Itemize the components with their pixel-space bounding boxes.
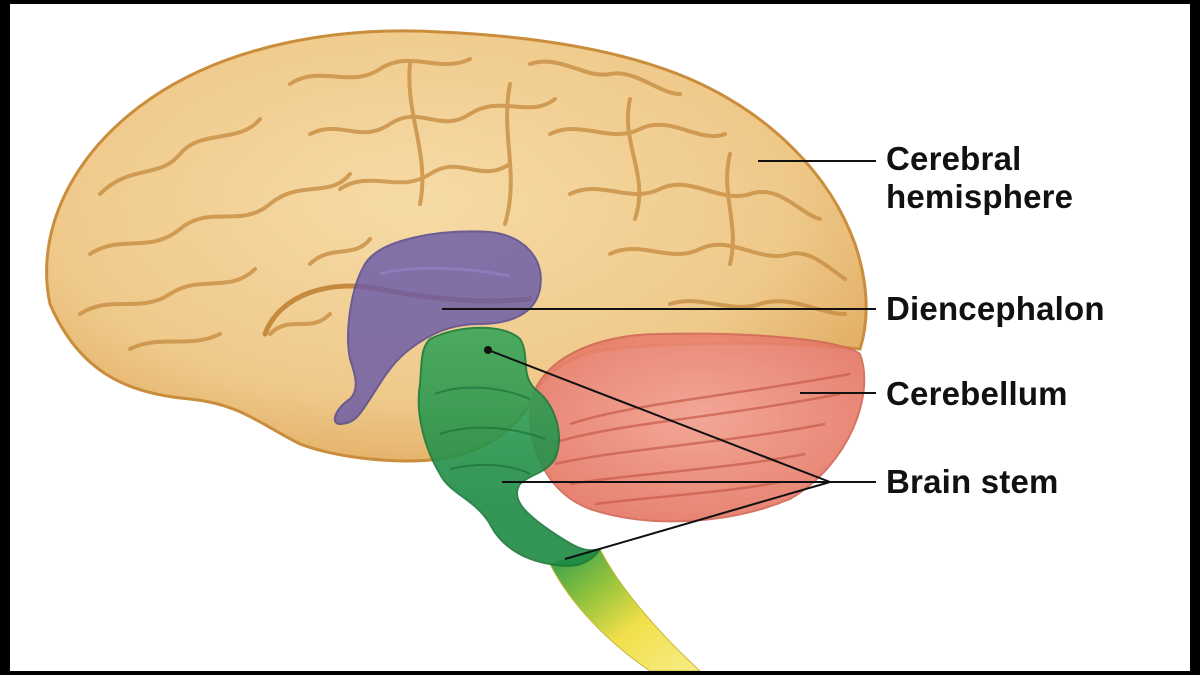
cerebellum-shape (528, 332, 866, 523)
label-cerebral-line2: hemisphere (886, 178, 1074, 215)
leader-lines (442, 160, 876, 560)
label-diencephalon: Diencephalon (886, 290, 1105, 327)
leader-stem-midbrain (487, 349, 831, 483)
label-cerebral-line1: Cerebral (886, 140, 1022, 177)
leader-stem-medulla (564, 481, 831, 560)
label-brain-stem: Brain stem (886, 463, 1059, 500)
diencephalon-shape (333, 230, 542, 426)
label-cerebral-hemisphere: Cerebral hemisphere (886, 140, 1073, 216)
diagram-canvas: Cerebral hemisphere Diencephalon Cerebel… (10, 4, 1190, 671)
spinal-cord-shape (549, 548, 701, 671)
brain-illustration (45, 29, 876, 671)
sulci-pattern (78, 57, 847, 351)
label-cerebellum: Cerebellum (886, 375, 1068, 412)
